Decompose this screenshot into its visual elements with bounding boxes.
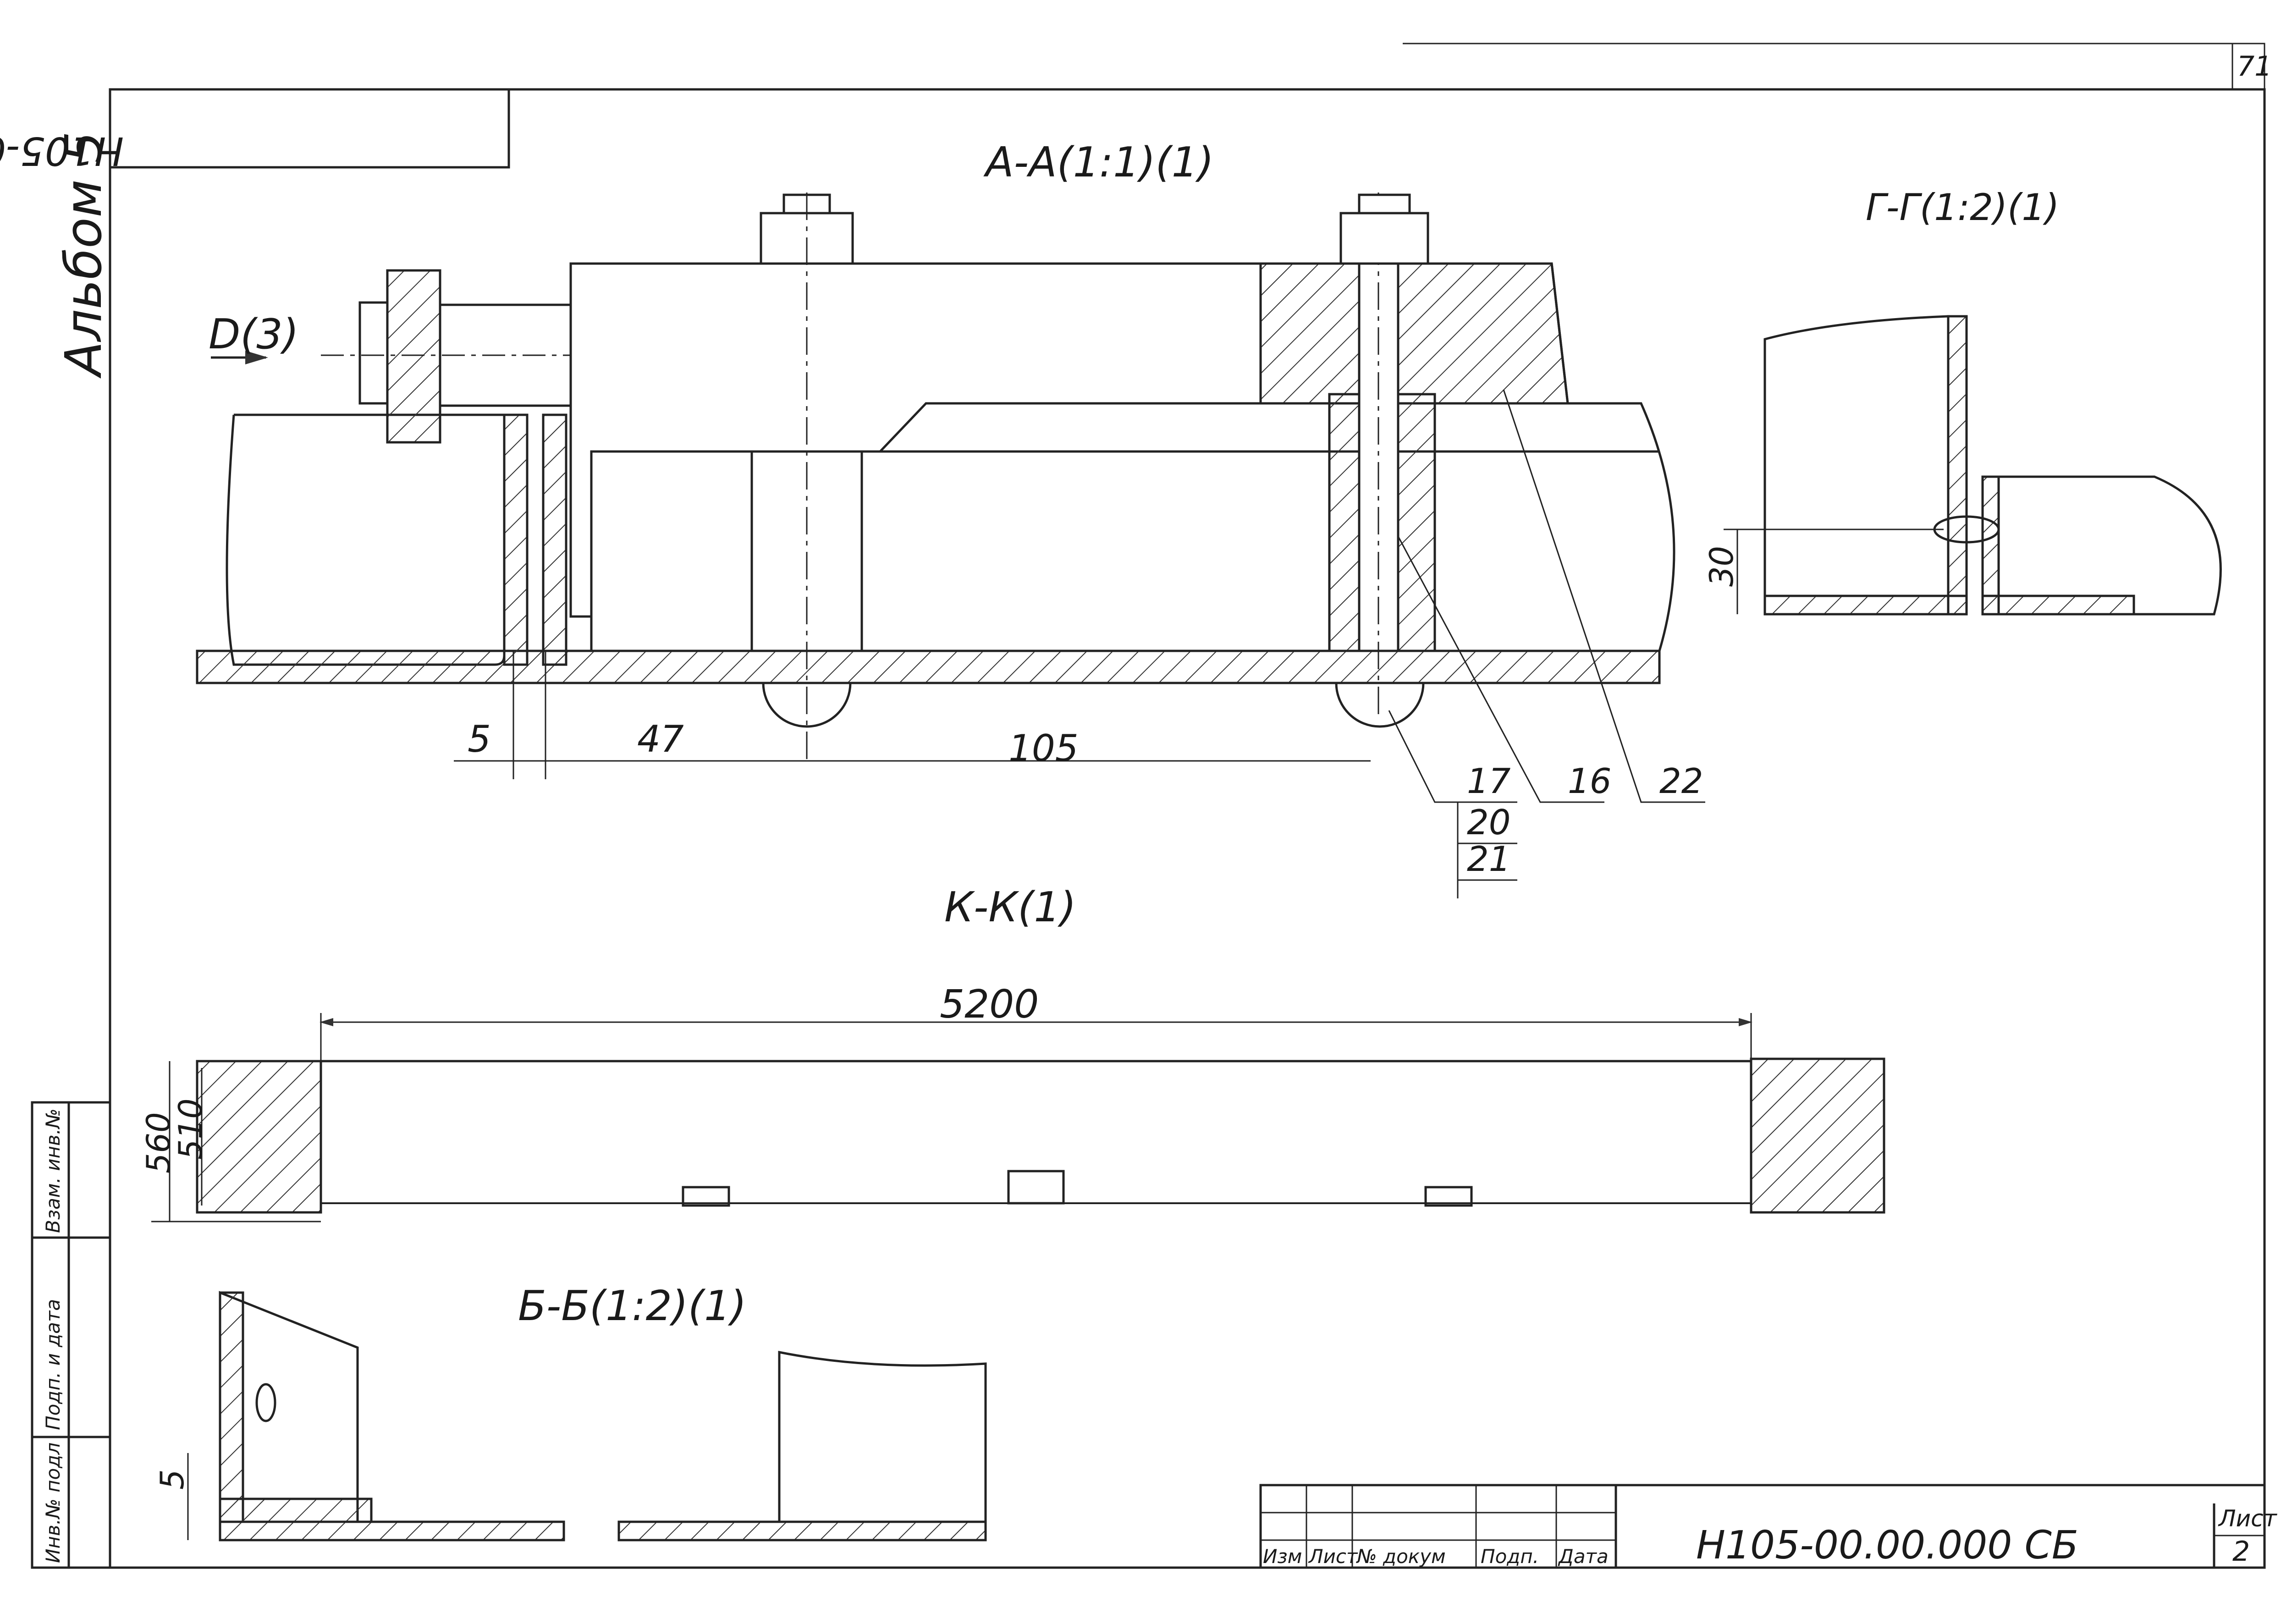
view-bb [187, 1291, 987, 1541]
view-d-label: D(3) [209, 310, 299, 358]
dim-510: 510 [172, 1098, 209, 1160]
rotated-code-box [109, 88, 510, 169]
tb-col-list: Лист [1308, 1545, 1358, 1568]
tb-col-sign: Подп. [1481, 1545, 1539, 1568]
view-aa [196, 193, 1705, 898]
sheet-number: 2 [2232, 1536, 2250, 1568]
view-gg [1724, 315, 2222, 616]
callout-17: 17 [1467, 761, 1511, 801]
strip-vzam-label: Взам. инв.№ [42, 1108, 64, 1233]
sheet-frame [109, 88, 2266, 1569]
dim-5200: 5200 [940, 982, 1039, 1027]
tb-col-izm: Изм [1263, 1545, 1302, 1568]
dim-5-bb: 5 [154, 1469, 191, 1490]
callout-20: 20 [1467, 802, 1510, 842]
view-kk [151, 1013, 1885, 1222]
title-block [1259, 1484, 2266, 1569]
dim-30: 30 [1703, 546, 1741, 587]
view-gg-title: Г-Г(1:2)(1) [1866, 186, 2060, 229]
tb-col-doc: № докум [1356, 1545, 1446, 1568]
dim-560: 560 [140, 1112, 177, 1173]
sheet-label: Лист [2218, 1505, 2278, 1532]
dim-5-aa: 5 [468, 718, 491, 760]
strip-inv-label: Инв.№ подл [42, 1442, 64, 1563]
page-number: 71 [2237, 50, 2272, 83]
callout-21: 21 [1467, 839, 1510, 879]
view-kk-title: К-К(1) [944, 883, 1076, 931]
callout-16: 16 [1568, 761, 1611, 801]
dim-105: 105 [1008, 727, 1079, 770]
view-bb-title: Б-Б(1:2)(1) [518, 1282, 747, 1330]
doc-code: Н105-00.00.000 СБ [1696, 1523, 2078, 1568]
tb-col-date: Дата [1558, 1545, 1609, 1568]
strip-sign-label: Подп. и дата [42, 1299, 64, 1430]
dim-47: 47 [637, 718, 684, 760]
left-strip [31, 1101, 111, 1569]
callout-22: 22 [1659, 761, 1703, 801]
view-aa-title: А-А(1:1)(1) [983, 138, 1214, 187]
album-label: Альбом 5 [54, 132, 113, 379]
